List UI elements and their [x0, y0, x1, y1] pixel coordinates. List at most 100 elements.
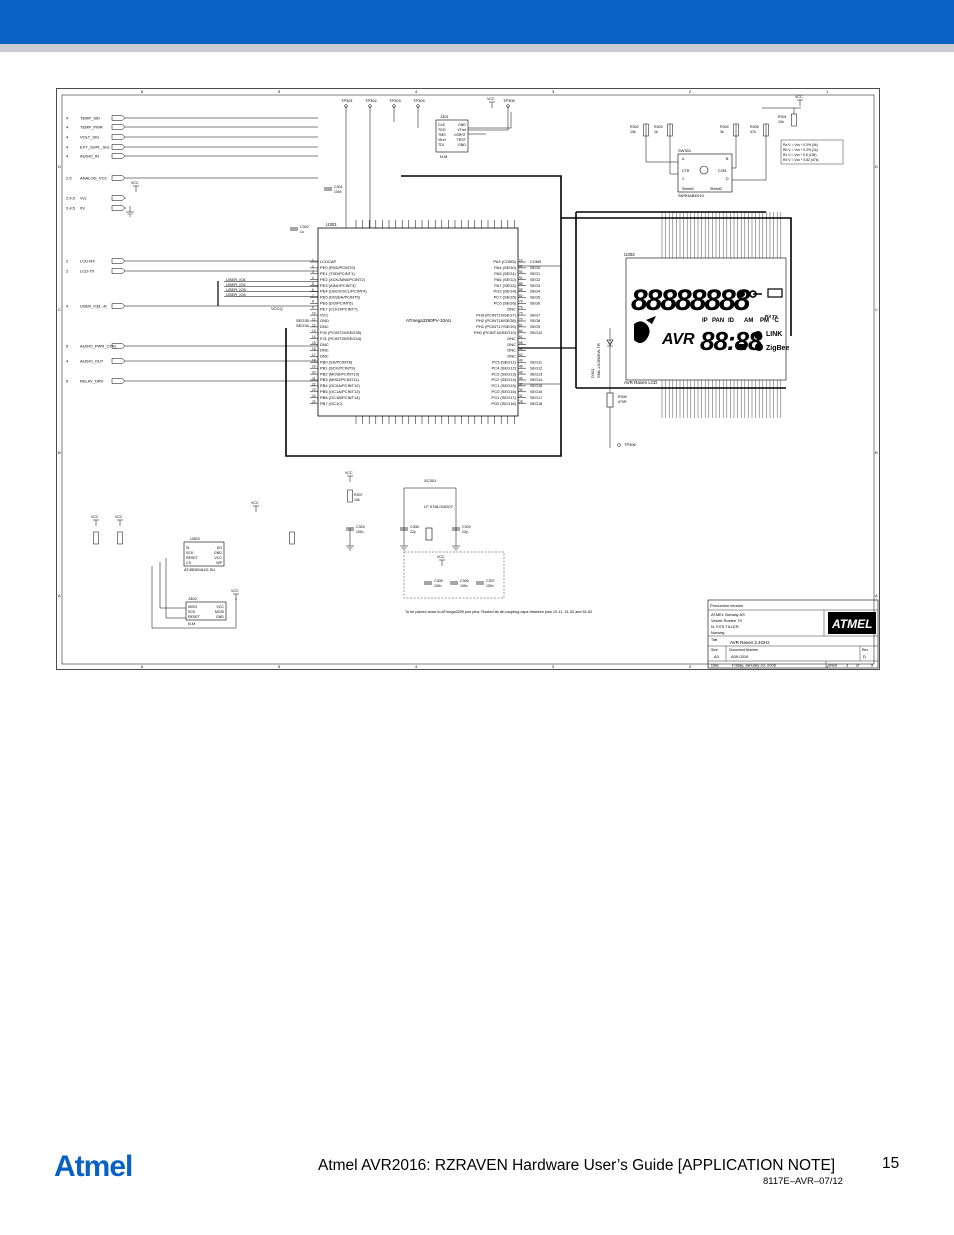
lcd-digits: 88888888: [631, 284, 751, 317]
decoupling-box: [403, 551, 505, 599]
resistor-value: 47k: [750, 130, 756, 134]
port-flag: [111, 303, 126, 309]
mcu-net-label: SEG18: [530, 402, 542, 406]
vcc-label: VCC: [115, 515, 123, 519]
mcu-net-label: SEG15: [530, 384, 542, 388]
flash-pin-left: SCK: [186, 551, 194, 555]
mcu-pin-number: 67: [519, 323, 523, 327]
mcu-net-label: SEG16: [530, 390, 542, 394]
tb-date: Friday, January 20, 2006: [732, 663, 777, 668]
mcu-net-label: SEG7: [530, 313, 540, 317]
jtag-body: [435, 119, 469, 153]
capacitor-value: 100n: [334, 190, 342, 194]
mcu-pin-name: DNC: [320, 348, 329, 353]
lcd-zigbee-icon: [755, 343, 763, 351]
ground-icon: [126, 206, 134, 217]
row-marker: D: [875, 164, 878, 169]
decoupling-note-text: To be placed close to ATmega3290 pwr pin…: [405, 610, 592, 614]
tb-docnum-label: Document Number: [729, 648, 759, 652]
resistor-value: 10k: [354, 498, 360, 502]
port-flag: [111, 268, 126, 274]
resistor-value: 3k: [720, 130, 724, 134]
mcu-pin-number: 23: [312, 388, 316, 392]
joystick-pin-label: B: [726, 157, 729, 161]
mcu-pin-name: DNC: [507, 342, 516, 347]
row-marker: A: [875, 593, 878, 598]
tb-title: AVR Raven 2.4GHz: [730, 640, 770, 645]
user-io-label: USER_IO3: [226, 287, 247, 292]
schematic-inner-frame: [61, 94, 875, 665]
jtag-pin-left: TMS: [438, 133, 446, 137]
resistor-body: [347, 489, 353, 503]
mcu-pin-name: DNC: [507, 306, 516, 311]
resistor-body: [643, 123, 649, 137]
mcu-pin-name: PH0 (PCINT16/SEG10): [474, 330, 517, 335]
jtag-wires: [345, 106, 512, 228]
port-flag: [111, 258, 126, 264]
tb-date-label: Date:: [711, 664, 719, 668]
capacitor-ref: C303: [356, 525, 365, 529]
tb-sheet: 3: [846, 663, 849, 668]
port-flag: [111, 205, 126, 211]
port-sheet-ref: 5: [66, 344, 69, 349]
lcd-battery-icon: [767, 288, 783, 298]
lcd-clock: 88:88: [700, 326, 763, 356]
testpoint-label: TP301: [341, 98, 354, 103]
tb-title-label: Title: [711, 638, 718, 642]
resistor-ref: R304: [720, 125, 729, 129]
footer-title: Atmel AVR2016: RZRAVEN Hardware User’s G…: [318, 1157, 836, 1174]
mcu-pin-name: PC3 (SEG13): [492, 371, 517, 376]
vcc-label: VCC: [437, 555, 445, 559]
port-label: ANALOG_VCC: [80, 176, 107, 181]
row-marker: A: [58, 593, 61, 598]
resistor-value: 10k: [630, 130, 636, 134]
jtag-pin-left: TDO: [438, 128, 446, 132]
lcd-label-am: AM: [744, 318, 753, 324]
mcu-pin-number: 34: [519, 388, 523, 392]
crystal-ref: XC301: [424, 478, 437, 483]
mcu-pin-name: PB5 (OC1A/PCINT13): [320, 389, 360, 394]
tb-status: Production version: [710, 603, 743, 608]
mcu-pin-number: 82: [519, 294, 523, 298]
mcu-pin-name: PH1 (PCINT17/SEG9): [476, 324, 516, 329]
port-sheet-ref: 4: [66, 135, 69, 140]
resistor-note: Ra V = Vcc * 0.0% (0k): [783, 143, 818, 147]
joystick-wires: [645, 107, 801, 181]
mcu-pin-name: GND: [320, 318, 329, 323]
resistor-ref: R302: [630, 125, 639, 129]
port-label: RELAY_DRV: [80, 379, 104, 384]
column-marker: 4: [415, 664, 418, 669]
row-marker: B: [875, 450, 878, 455]
testpoint-label: TP306: [624, 442, 637, 447]
port-label: AUDIO_OUT: [80, 359, 104, 364]
mcu-pin-number: 5: [312, 282, 314, 286]
port-sheet-ref: 2,4,5: [66, 196, 76, 201]
flash-pin-right: GND: [214, 551, 222, 555]
port-sheet-ref: 4: [66, 154, 69, 159]
user-io-label: USER_IO2: [226, 282, 247, 287]
lcd-name: AVR Raven LCD: [624, 380, 658, 385]
mcu-net-label: SEG11: [530, 361, 542, 365]
joystick-pin-label: Shield2: [710, 187, 722, 191]
mcu-pin-number: 10: [519, 258, 523, 262]
mcu-pin-name: PE1 (TXD/PCINT1): [320, 271, 355, 276]
flash-pin-left: SI: [186, 546, 189, 550]
vcc-label: VCC: [345, 471, 353, 475]
lcd-label-pan: PAN: [712, 318, 724, 324]
jtag-pin-left: CLK: [438, 123, 446, 127]
row-marker: C: [875, 307, 878, 312]
port-flag: [111, 124, 126, 130]
resistor-ref: R307: [354, 493, 363, 497]
resistor-value: 1k: [654, 130, 658, 134]
com-bus: [561, 217, 792, 336]
mcu-pin-name: PE2 (XCK/AIN0/PCINT2): [320, 277, 366, 282]
mcu-net-label: SEG2: [530, 278, 540, 282]
lcd-label-zigbee: ZigBee: [766, 345, 789, 352]
mcu-bottom-pins: [355, 416, 515, 424]
mcu-pin-number: 25: [312, 400, 316, 404]
port-label: AUDIO_IN: [80, 154, 99, 159]
mcu-pin-name: LCDCAP: [320, 259, 337, 264]
mcu-pin-number: 55: [519, 347, 523, 351]
